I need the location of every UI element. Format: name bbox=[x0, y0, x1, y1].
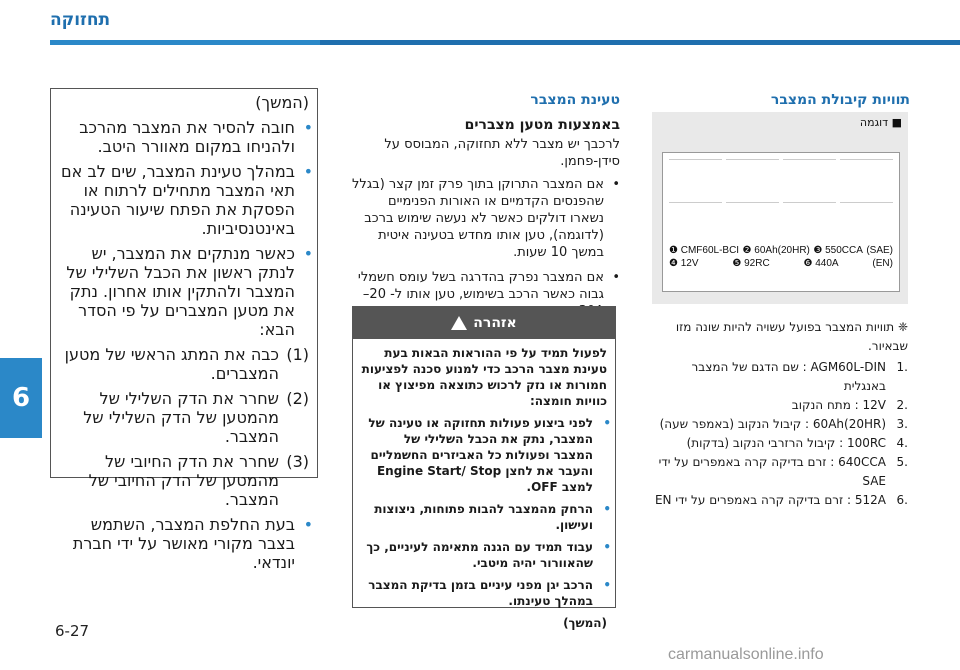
item-number: .1 bbox=[896, 360, 908, 374]
watermark: carmanualsonline.info bbox=[668, 646, 824, 663]
battery-label-figure: ■ דוגמה ❶ CMF60L-BCI ❷ 60Ah(20HR) ❸ 550C… bbox=[652, 112, 908, 304]
label-note: ❈ תוויות המצבר בפועל עשויה להיות שונה מז… bbox=[675, 320, 908, 353]
step-text: שחרר את הדק החיובי של מהמטען של הדק החיו… bbox=[88, 452, 279, 509]
charging-bullet: אם המצבר התרוקן בתוך פרק זמן קצר (בגלל ש… bbox=[350, 176, 620, 261]
list-item: .1 AGM60L-DIN : שם הדגם של המצבר באנגלית bbox=[652, 358, 908, 396]
list-item: .2 12V : מתח הנקוב bbox=[652, 396, 908, 415]
warning-bullet: חובה להסיר את המצבר מהרכב ולהניחו במקום … bbox=[59, 118, 313, 156]
item-number: .5 bbox=[896, 455, 908, 469]
item-text: 100RC : קיבול הרזרבי הנקוב (בדקות) bbox=[686, 436, 886, 450]
label-cell bbox=[726, 202, 779, 241]
label-value-cca-en: ❻ 440A bbox=[803, 258, 839, 269]
label-legend-list: ❈ תוויות המצבר בפועל עשויה להיות שונה מז… bbox=[652, 318, 908, 510]
subsection-title-charger: באמצעות מטען מצברים bbox=[464, 117, 620, 133]
warning-continued-box: (המשך) חובה להסיר את המצבר מהרכב ולהניחו… bbox=[50, 88, 318, 572]
item-text: 640CCA : זרם בדיקה קרה באמפרים על ידי SA… bbox=[658, 455, 886, 488]
battery-label-section: תוויות קיבולת המצבר bbox=[640, 92, 910, 116]
disconnect-step: (2) שחרר את הדק השלילי של מהמטען של הדק ה… bbox=[59, 389, 309, 446]
label-value-capacity: ❷ 60Ah(20HR) bbox=[742, 245, 810, 256]
label-value-sae: (SAE) bbox=[866, 245, 893, 256]
header-rule-accent bbox=[320, 40, 960, 45]
item-text: 12V : מתח הנקוב bbox=[791, 398, 886, 412]
label-cell bbox=[840, 159, 893, 198]
battery-label-card: ❶ CMF60L-BCI ❷ 60Ah(20HR) ❸ 550CCA (SAE)… bbox=[662, 152, 900, 292]
warning-header: אזהרה bbox=[353, 307, 615, 339]
label-cell bbox=[726, 159, 779, 198]
item-text: 60Ah(20HR) : קיבול הנקוב (באמפר שעה) bbox=[659, 417, 886, 431]
item-text: 512A : זרם בדיקה קרה באמפרים על ידי EN bbox=[654, 493, 886, 507]
section-title-battery-label: תוויות קיבולת המצבר bbox=[770, 92, 910, 108]
warning-intro: לפעול תמיד על פי ההוראות הבאות בעת טעינת… bbox=[361, 346, 607, 408]
warning-triangle-icon bbox=[451, 316, 468, 330]
label-cell bbox=[783, 202, 836, 241]
warning-bullet: הרכב יגן מפני עיניים בזמן בדיקת המצבר במ… bbox=[361, 577, 611, 609]
page-number: 6-27 bbox=[55, 622, 90, 640]
label-cell bbox=[669, 202, 722, 241]
label-cell bbox=[840, 202, 893, 241]
label-value-model: ❶ CMF60L-BCI bbox=[669, 245, 740, 256]
warning-title: אזהרה bbox=[473, 315, 517, 331]
step-text: שחרר את הדק השלילי של מהמטען של הדק השלי… bbox=[83, 389, 279, 446]
item-number: .3 bbox=[896, 417, 908, 431]
warning-bullet: הרחק מהמצבר להבות פתוחות, ניצוצות ועישון… bbox=[361, 501, 611, 533]
warning-bullet: כאשר מנתקים את המצבר, יש לנתק ראשון את ה… bbox=[59, 244, 313, 339]
label-value-cca-sae: ❸ 550CCA bbox=[813, 245, 863, 256]
step-number: (2) bbox=[286, 389, 309, 408]
label-value-voltage: ❹ 12V bbox=[669, 258, 699, 269]
charging-intro: לרכבך יש מצבר ללא תחזוקה, המבוסס על סידן… bbox=[384, 137, 620, 169]
item-number: .4 bbox=[896, 436, 908, 450]
item-number: .6 bbox=[896, 493, 908, 507]
label-cell bbox=[669, 159, 722, 198]
label-values: ❶ CMF60L-BCI ❷ 60Ah(20HR) ❸ 550CCA (SAE)… bbox=[669, 245, 893, 271]
label-warning-grid bbox=[669, 159, 893, 241]
warning-bullet: עבוד תמיד עם הגנה מתאימה לעיניים, כך שהא… bbox=[361, 539, 611, 571]
figure-label: ■ דוגמה bbox=[859, 116, 902, 129]
chapter-tab[interactable]: 6 bbox=[0, 358, 42, 438]
step-number: (3) bbox=[286, 452, 309, 471]
label-value-en: (EN) bbox=[872, 258, 893, 269]
label-value-rc: ❺ 92RC bbox=[732, 258, 770, 269]
step-text: כבה את המתג הראשי של מטען המצברים. bbox=[64, 345, 279, 383]
warning-bullet: לפני ביצוע פעולות תחזוקה או טעינה של המצ… bbox=[361, 415, 611, 495]
warning-body: לפעול תמיד על פי ההוראות הבאות בעת טעינת… bbox=[353, 339, 615, 643]
section-title-charging: טעינת המצבר bbox=[530, 92, 620, 108]
item-number: .2 bbox=[896, 398, 908, 412]
list-item: .6 512A : זרם בדיקה קרה באמפרים על ידי EN bbox=[652, 491, 908, 510]
disconnect-step: (3) שחרר את הדק החיובי של מהמטען של הדק ה… bbox=[59, 452, 309, 509]
page-header-title: תחזוקה bbox=[50, 10, 111, 30]
continued-label: (המשך) bbox=[255, 93, 309, 112]
disconnect-step: (1) כבה את המתג הראשי של מטען המצברים. bbox=[59, 345, 309, 383]
list-item: .5 640CCA : זרם בדיקה קרה באמפרים על ידי … bbox=[652, 453, 908, 491]
battery-charging-section: טעינת המצבר באמצעות מטען מצברים לרכבך יש… bbox=[350, 92, 620, 328]
warning-continued: (המשך) bbox=[563, 616, 607, 630]
warning-bullet: בעת החלפת המצבר, השתמש בצבר מקורי מאושר … bbox=[59, 515, 313, 572]
label-cell bbox=[783, 159, 836, 198]
step-number: (1) bbox=[286, 345, 309, 364]
list-item: .4 100RC : קיבול הרזרבי הנקוב (בדקות) bbox=[652, 434, 908, 453]
warning-box: אזהרה לפעול תמיד על פי ההוראות הבאות בעת… bbox=[352, 306, 616, 630]
item-text: AGM60L-DIN : שם הדגם של המצבר באנגלית bbox=[691, 360, 886, 393]
warning-bullet: במהלך טעינת המצבר, שים לב אם תאי המצבר מ… bbox=[59, 162, 313, 238]
list-item: .3 60Ah(20HR) : קיבול הנקוב (באמפר שעה) bbox=[652, 415, 908, 434]
